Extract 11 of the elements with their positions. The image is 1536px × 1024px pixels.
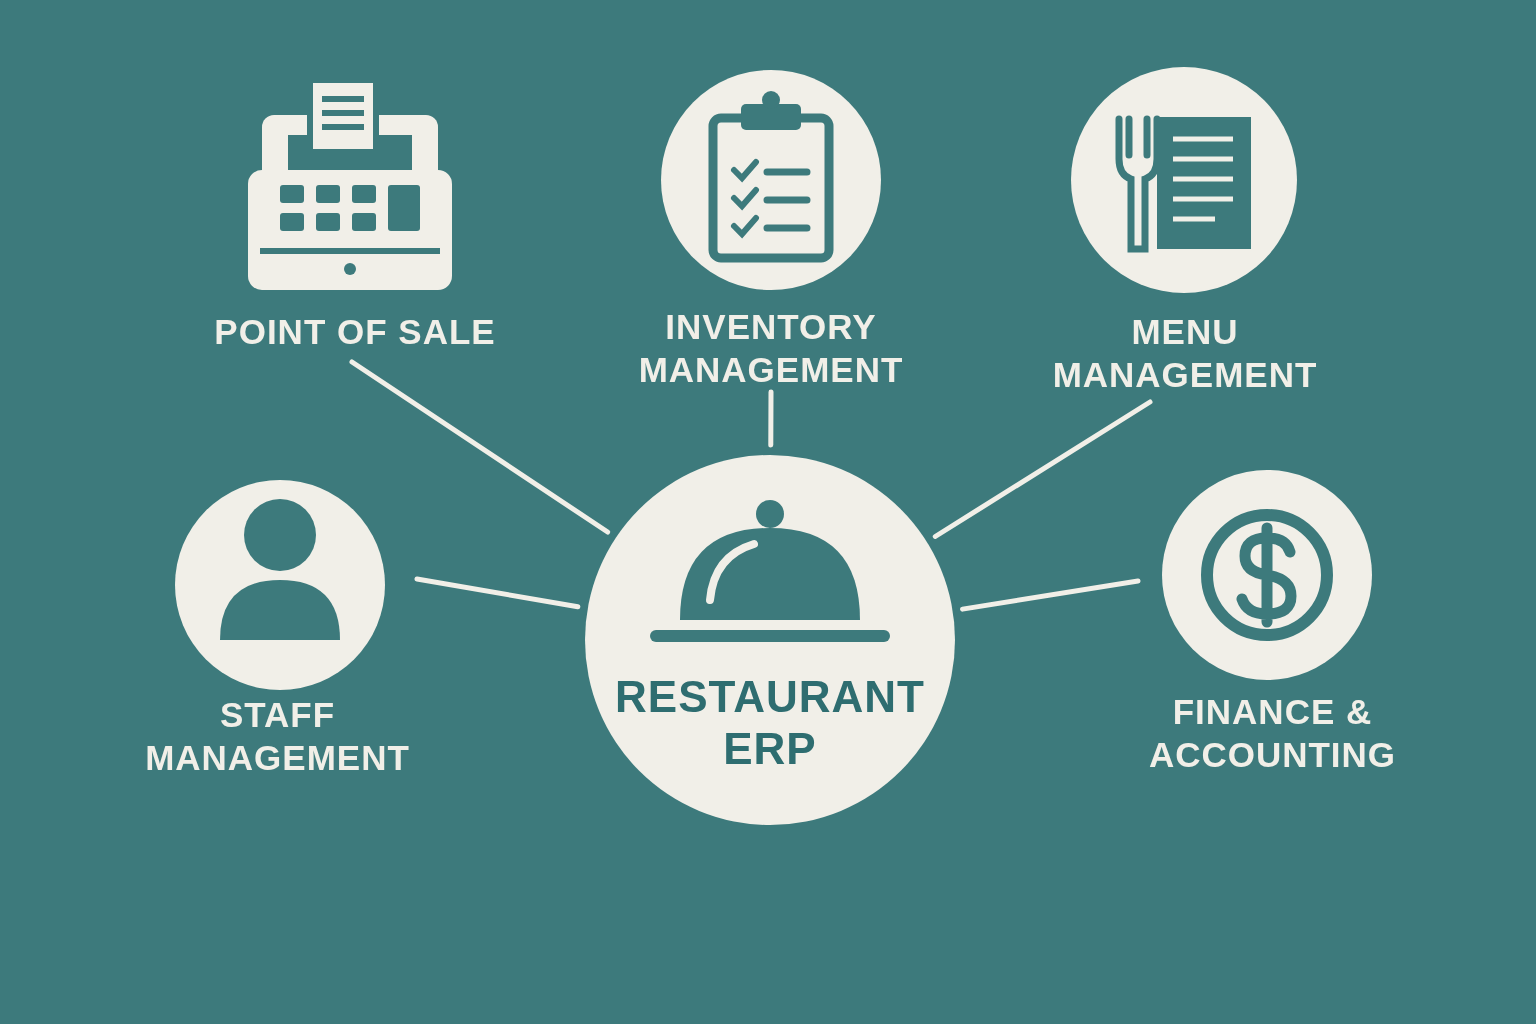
connector-line [768, 389, 774, 448]
connector-line [349, 359, 611, 535]
connector-line [414, 576, 581, 610]
connector-line [960, 578, 1141, 612]
connector-line [932, 399, 1153, 539]
hub-title: RESTAURANT ERP [614, 671, 926, 775]
module-label: STAFF MANAGEMENT [144, 694, 411, 779]
module-label: FINANCE & ACCOUNTING [1147, 691, 1398, 776]
module-label: POINT OF SALE [213, 311, 497, 353]
module-label: MENU MANAGEMENT [1051, 311, 1319, 396]
module-label: INVENTORY MANAGEMENT [637, 306, 905, 391]
